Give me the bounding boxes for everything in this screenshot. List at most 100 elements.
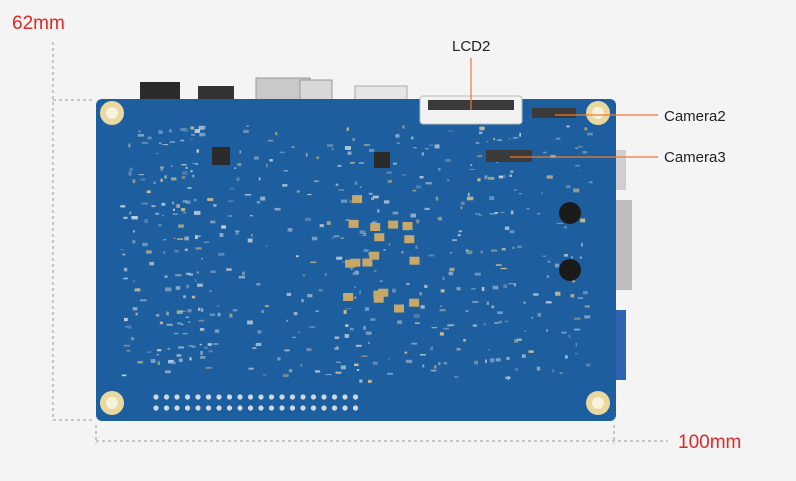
component-mark	[125, 326, 128, 328]
component-mark	[182, 200, 188, 203]
component-mark	[411, 342, 418, 345]
component-mark	[542, 255, 547, 257]
component-mark	[447, 130, 454, 132]
component-mark	[410, 136, 414, 140]
component-mark	[188, 345, 193, 347]
component-mark	[510, 170, 514, 173]
component-mark	[182, 171, 188, 175]
component-mark	[326, 144, 334, 147]
component-mark	[336, 345, 339, 349]
component-mark	[514, 368, 519, 371]
component-mark	[396, 142, 400, 144]
component-mark	[199, 328, 205, 331]
component-mark	[140, 178, 146, 181]
component-mark	[474, 272, 481, 276]
component-mark	[410, 213, 416, 218]
inductor-mark	[369, 251, 380, 260]
component-mark	[387, 372, 393, 375]
component-mark	[387, 179, 392, 183]
component-mark	[494, 321, 500, 324]
component-mark	[198, 307, 201, 311]
component-mark	[395, 134, 400, 138]
component-mark	[194, 279, 197, 282]
component-mark	[491, 249, 497, 252]
component-mark	[232, 309, 238, 312]
component-mark	[355, 344, 362, 347]
gpio-pin	[321, 405, 327, 411]
component-mark	[463, 339, 466, 342]
component-mark	[230, 187, 234, 190]
component-mark	[564, 254, 568, 257]
component-mark	[431, 326, 437, 329]
component-mark	[188, 273, 194, 276]
inductor-mark	[373, 290, 384, 299]
component-mark	[172, 201, 174, 205]
component-mark	[578, 170, 581, 172]
component-mark	[566, 125, 570, 128]
component-mark	[123, 277, 128, 280]
component-mark	[326, 221, 331, 225]
component-mark	[307, 194, 312, 196]
component-mark	[374, 269, 377, 272]
component-mark	[306, 348, 312, 352]
gpio-pin	[247, 394, 254, 400]
component-mark	[198, 319, 205, 322]
component-mark	[589, 181, 593, 184]
component-mark	[305, 152, 308, 157]
component-mark	[207, 343, 212, 346]
lcd2-label: LCD2	[452, 38, 491, 55]
component-mark	[443, 327, 449, 330]
component-mark	[163, 251, 166, 254]
component-mark	[218, 252, 225, 256]
component-mark	[581, 242, 583, 247]
component-mark	[207, 198, 214, 201]
component-mark	[492, 285, 499, 290]
component-mark	[160, 178, 163, 182]
component-mark	[179, 127, 186, 131]
component-mark	[372, 361, 378, 365]
component-mark	[537, 312, 542, 317]
component-mark	[524, 330, 526, 332]
component-mark	[461, 201, 465, 206]
chips	[212, 147, 581, 281]
gpio-pin	[205, 394, 212, 400]
component-mark	[182, 333, 188, 335]
component-mark	[509, 230, 515, 234]
component-mark	[130, 337, 134, 341]
component-mark	[120, 249, 124, 251]
component-mark	[574, 317, 581, 320]
gpio-pin	[300, 405, 306, 411]
component-mark	[533, 293, 539, 296]
component-mark	[174, 332, 179, 335]
component-mark	[187, 187, 192, 189]
component-mark	[580, 218, 586, 223]
component-mark	[185, 272, 191, 275]
component-mark	[300, 364, 303, 367]
component-mark	[574, 328, 581, 331]
gpio-pin	[331, 405, 338, 411]
component-mark	[235, 231, 239, 235]
gpio-pin	[258, 394, 264, 400]
component-mark	[353, 296, 357, 299]
component-mark	[506, 356, 510, 360]
component-mark	[257, 330, 262, 334]
component-mark	[471, 288, 476, 290]
component-mark	[475, 212, 480, 216]
component-mark	[359, 186, 362, 188]
component-mark	[488, 176, 495, 180]
component-mark	[165, 287, 172, 292]
component-mark	[413, 314, 420, 318]
component-mark	[507, 138, 511, 140]
component-mark	[133, 230, 135, 233]
component-mark	[508, 283, 515, 285]
component-mark	[132, 179, 136, 184]
component-mark	[307, 294, 313, 298]
component-mark	[228, 200, 234, 202]
component-mark	[363, 249, 369, 252]
component-mark	[354, 181, 358, 185]
component-mark	[547, 260, 551, 263]
gpio-pin	[279, 405, 285, 411]
component-mark	[185, 200, 191, 204]
component-mark	[155, 152, 159, 155]
component-mark	[189, 357, 192, 361]
